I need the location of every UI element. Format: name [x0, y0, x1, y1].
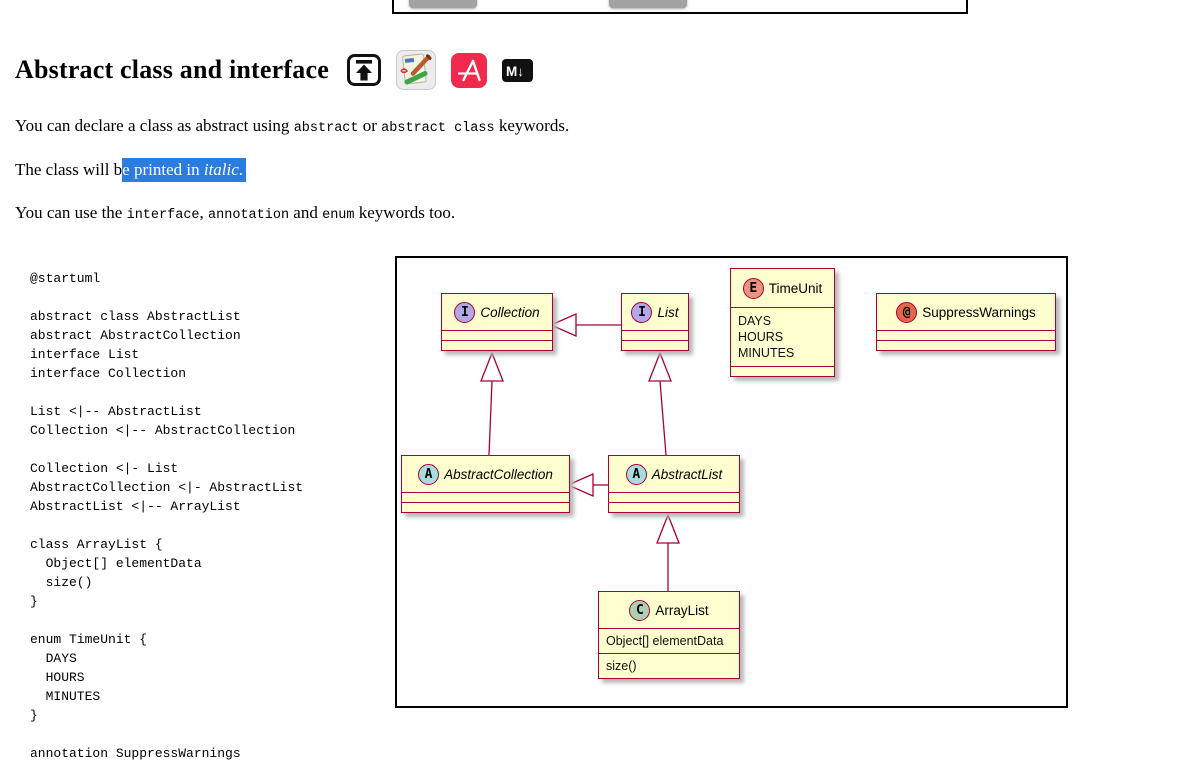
text: You can use the — [15, 203, 127, 222]
selected-text: e printed in — [122, 160, 204, 179]
paragraph-italic-note: The class will be printed in italic. — [15, 158, 247, 182]
cropped-gray-button[interactable] — [409, 0, 477, 8]
paragraph-abstract-keywords: You can declare a class as abstract usin… — [15, 116, 569, 136]
inline-code: interface — [126, 208, 200, 223]
class-name: AbstractList — [651, 466, 723, 482]
asciidoc-icon[interactable] — [450, 52, 487, 88]
inline-code: enum — [322, 208, 355, 223]
enum-value: DAYS — [738, 314, 772, 328]
selected-italic-text: italic — [203, 160, 239, 179]
text: keywords too. — [354, 203, 456, 222]
enum-value: HOURS — [738, 330, 784, 344]
class-spot-icon: C — [629, 599, 651, 621]
text: You can declare a class as abstract usin… — [15, 116, 294, 135]
interface-spot-icon: I — [454, 301, 476, 323]
text: or — [358, 116, 382, 135]
heading-row: Abstract class and interface — [15, 50, 533, 90]
enum-value: MINUTES — [738, 346, 795, 360]
inheritance-arrows — [480, 313, 680, 591]
cropped-gray-button[interactable] — [609, 0, 687, 8]
text: and — [289, 203, 323, 222]
abstract-spot-icon: A — [625, 463, 647, 485]
methods-compartment — [609, 502, 739, 512]
methods-compartment — [622, 340, 688, 350]
paragraph-other-keywords: You can use the interface, annotation an… — [15, 203, 455, 223]
text-selection: e printed in italic. — [122, 158, 247, 182]
fields-compartment — [442, 330, 552, 340]
inline-code: abstract — [293, 121, 359, 136]
annotation-spot-icon: @ — [896, 301, 918, 323]
class-name: Collection — [480, 304, 540, 320]
class-name: List — [657, 304, 679, 320]
page-title: Abstract class and interface — [15, 55, 329, 84]
upload-icon[interactable] — [346, 54, 381, 86]
methods-compartment — [731, 366, 834, 376]
text: The class will b — [15, 160, 123, 179]
inline-code: abstract class — [381, 121, 495, 136]
plantuml-source-code: @startuml abstract class AbstractList ab… — [30, 271, 304, 761]
svg-text:M↓: M↓ — [506, 64, 524, 79]
markdown-icon[interactable]: M↓ — [501, 58, 533, 82]
fields-compartment — [622, 330, 688, 340]
fields-compartment — [877, 330, 1055, 340]
methods-compartment — [402, 502, 569, 512]
selected-text: . — [238, 160, 244, 179]
cropped-top-panel — [392, 0, 968, 14]
edit-icon[interactable] — [395, 50, 436, 90]
fields-compartment — [402, 492, 569, 502]
methods-compartment — [442, 340, 552, 350]
methods-compartment — [877, 340, 1055, 350]
fields-compartment: DAYS HOURS MINUTES — [731, 307, 834, 366]
text: keywords. — [494, 116, 570, 135]
interface-spot-icon: I — [631, 301, 653, 323]
methods-compartment: size() — [599, 653, 739, 678]
enum-spot-icon: E — [742, 277, 764, 299]
class-name: AbstractCollection — [444, 466, 553, 482]
text: , — [199, 203, 209, 222]
inline-code: annotation — [208, 208, 290, 223]
class-name: SuppressWarnings — [922, 304, 1036, 320]
class-name: ArrayList — [655, 602, 709, 618]
uml-annotation-suppresswarnings: @SuppressWarnings — [876, 293, 1056, 351]
fields-compartment — [609, 492, 739, 502]
class-name: TimeUnit — [768, 280, 823, 296]
abstract-spot-icon: A — [418, 463, 440, 485]
fields-compartment: Object[] elementData — [599, 628, 739, 653]
